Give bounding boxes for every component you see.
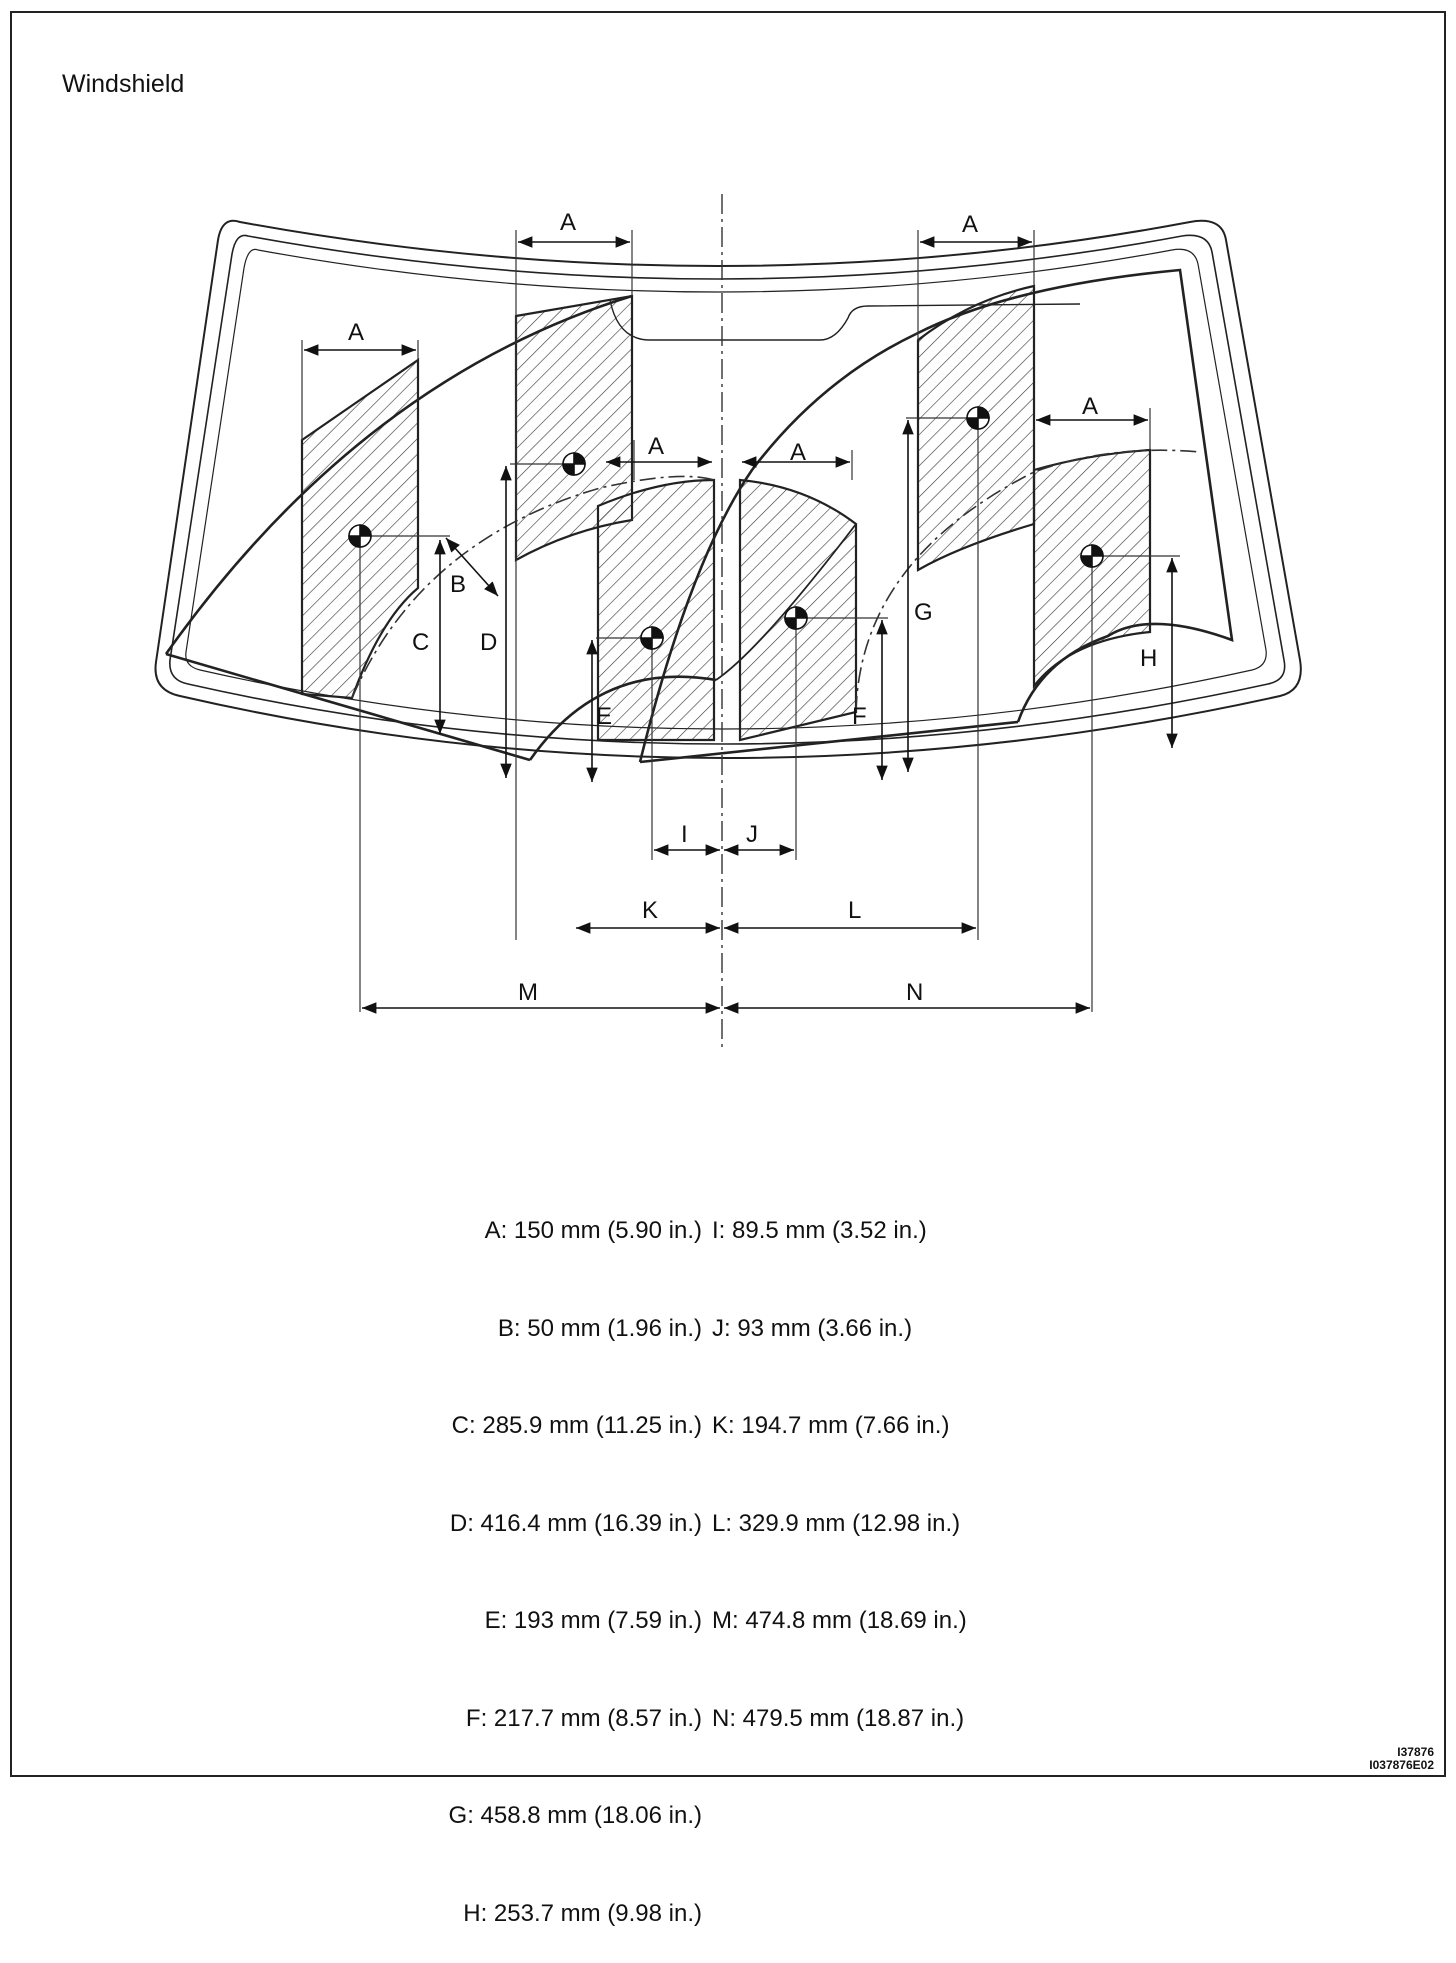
dim-label-g: G	[914, 599, 933, 626]
marker-right-center	[966, 406, 990, 430]
figure-code: I37876 I037876E02	[1369, 1746, 1434, 1772]
dim-label-a-top-left: A	[560, 209, 576, 236]
legend-item-i: I: 89.5 mm (3.52 in.)	[712, 1217, 927, 1244]
legend-item-h: H: 253.7 mm (9.98 in.)	[463, 1899, 702, 1927]
dim-label-a-left: A	[348, 319, 364, 346]
figure-frame	[10, 11, 1446, 1777]
windshield-outline	[154, 219, 1302, 759]
dim-label-k: K	[642, 897, 658, 924]
marker-center-left	[640, 626, 664, 650]
dim-label-i: I	[681, 821, 688, 848]
legend-item-b: B: 50 mm (1.96 in.)	[497, 1314, 702, 1342]
figure-title: Windshield	[62, 70, 185, 98]
dim-label-f: F	[852, 703, 867, 730]
zone-arcs	[351, 449, 1201, 713]
dim-label-a-right: A	[1082, 393, 1098, 420]
dim-label-a-center-right: A	[790, 439, 806, 466]
marker-right	[1080, 544, 1104, 568]
legend-item-m: M: 474.8 mm (18.69 in.)	[712, 1607, 967, 1634]
dimension-arrows	[304, 236, 1178, 1014]
marker-left-center	[562, 452, 586, 476]
dim-label-j: J	[746, 821, 758, 848]
figure-code-primary: I37876	[1397, 1745, 1434, 1759]
region-boundaries	[164, 268, 1234, 764]
legend-item-f: F: 217.7 mm (8.57 in.)	[465, 1704, 702, 1732]
extension-lines	[301, 230, 1180, 1012]
legend-item-l: L: 329.9 mm (12.98 in.)	[712, 1509, 961, 1537]
legend-item-e: E: 193 mm (7.59 in.)	[484, 1607, 702, 1634]
dim-label-n: N	[906, 979, 923, 1006]
dim-label-h: H	[1140, 645, 1157, 672]
marker-center-right	[784, 606, 808, 630]
windshield-diagram: A A A A A A B C D E F G H I J K L M N	[154, 194, 1302, 1050]
dim-label-m: M	[518, 979, 538, 1006]
dim-label-d: D	[480, 629, 497, 656]
figure-code-secondary: I037876E02	[1369, 1758, 1434, 1772]
legend-right: I: 89.5 mm (3.52 in.) J: 93 mm (3.66 in.…	[712, 1150, 967, 1768]
reference-markers	[348, 406, 1104, 650]
dim-label-l: L	[848, 897, 861, 924]
legend-left: A: 150 mm (5.90 in.) B: 50 mm (1.96 in.)…	[402, 1150, 702, 1963]
dim-label-c: C	[412, 629, 429, 656]
legend-item-k: K: 194.7 mm (7.66 in.)	[712, 1412, 950, 1439]
legend-item-d: D: 416.4 mm (16.39 in.)	[449, 1509, 702, 1537]
legend-item-n: N: 479.5 mm (18.87 in.)	[712, 1704, 965, 1732]
dim-label-b: B	[450, 571, 466, 598]
dim-label-a-center-left: A	[648, 433, 664, 460]
legend-item-j: J: 93 mm (3.66 in.)	[712, 1314, 913, 1342]
legend-item-g: G: 458.8 mm (18.06 in.)	[448, 1802, 702, 1829]
dim-label-e: E	[596, 703, 612, 730]
legend-item-c: C: 285.9 mm (11.25 in.)	[451, 1412, 702, 1439]
dim-label-a-top-right: A	[962, 211, 978, 238]
legend-item-a: A: 150 mm (5.90 in.)	[484, 1217, 702, 1244]
marker-left	[348, 524, 372, 548]
